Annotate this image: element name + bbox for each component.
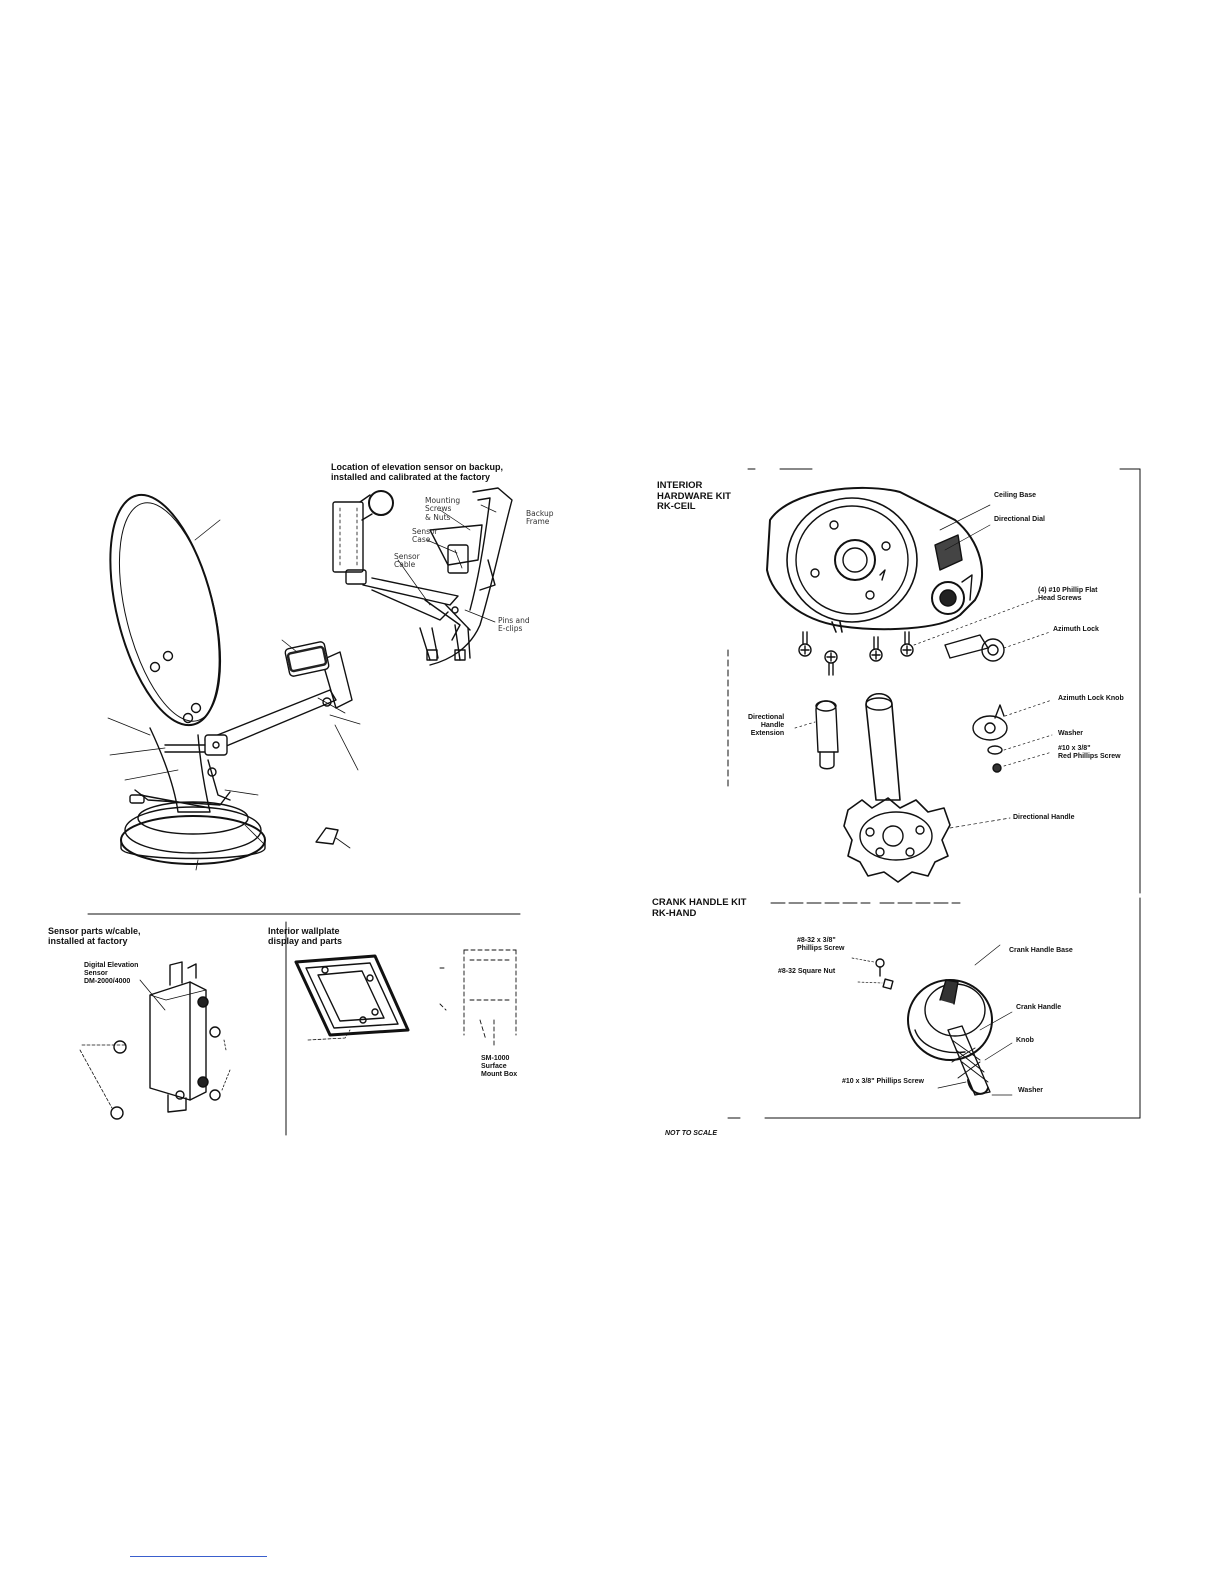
footer-link-underline[interactable] [130,1556,267,1557]
ceiling-base-label: Ceiling Base [994,492,1037,499]
ceiling-base-drawing [766,486,991,633]
flat-head-screws-drawing [798,597,1041,676]
flat-head-screws-label: (4) #10 Phillip Flat Head Screws [1038,587,1098,602]
wallplate-drawing [294,954,410,1041]
crank-kit-frame [727,897,1141,1119]
red-screw-label: #10 x 3/8" Red Phillips Screw [1058,745,1121,760]
crank-washer-label: Washer [1018,1087,1044,1094]
directional-handle-drawing [843,692,1011,883]
surface-box-label: SM-1000 Surface Mount Box [481,1055,518,1078]
interior-kit-frame [727,468,1141,894]
sensor-location-heading: Location of elevation sensor on backup, … [331,462,504,483]
sensor-case-label: Sensor Case [412,527,438,545]
knob-label: Knob [1016,1037,1034,1044]
pins-eclips-label: Pins and E-clips [498,616,530,634]
sensor-cable-label: Sensor Cable [394,552,420,570]
backup-frame-label: Backup Frame [526,509,554,527]
crank-handle-label: Crank Handle [1016,1004,1062,1011]
sensor-location-drawing [332,487,513,666]
phillips-screw-large-label: #10 x 3/8" Phillips Screw [842,1078,924,1085]
sensor-parts-heading: Sensor parts w/cable, installed at facto… [48,926,141,947]
azimuth-knob-drawing [972,699,1053,773]
digital-sensor-drawing [79,961,231,1120]
interior-kit-heading: INTERIOR HARDWARE KIT RK-CEIL [657,480,731,513]
phillips-screw-small-label: #8-32 x 3/8" Phillips Screw [797,937,845,952]
directional-handle-label: Directional Handle [1013,814,1075,821]
azimuth-lock-knob-label: Azimuth Lock Knob [1058,695,1124,702]
handle-extension-label: Directional Handle Extension [748,714,785,737]
square-nut-label: #8-32 Square Nut [778,968,836,975]
azimuth-lock-label: Azimuth Lock [1053,626,1099,633]
crank-handle-base-label: Crank Handle Base [1009,947,1073,954]
handle-extension-drawing [794,700,839,770]
digital-sensor-label: Digital Elevation Sensor DM-2000/4000 [84,962,139,985]
satellite-dish-drawing [107,493,361,871]
crank-handle-drawing [851,944,1013,1096]
azimuth-lock-drawing [944,631,1051,662]
crank-kit-heading: CRANK HANDLE KIT RK-HAND [652,897,747,919]
washer-label: Washer [1058,730,1084,737]
mounting-screws-label: Mounting Screws & Nuts [425,496,461,522]
wallplate-heading: Interior wallplate display and parts [268,926,343,947]
not-to-scale-note: NOT TO SCALE [665,1130,717,1137]
surface-mount-box-drawing [439,949,517,1046]
directional-dial-label: Directional Dial [994,516,1045,523]
